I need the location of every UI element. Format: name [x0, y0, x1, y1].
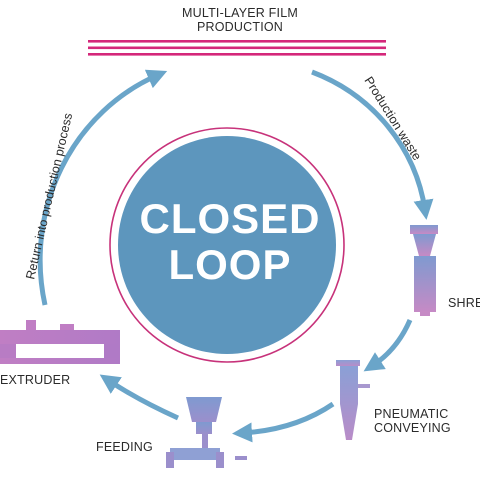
- extruder-icon: [0, 320, 120, 364]
- return-process-arrow: [37, 69, 168, 306]
- film-layers-graphic: [88, 40, 386, 56]
- title-line-2: PRODUCTION: [196, 20, 284, 34]
- shredder-to-pneumatic-arrow: [363, 318, 413, 372]
- production-waste-label: Production waste: [361, 74, 424, 163]
- feeding-label: FEEDING: [96, 440, 153, 454]
- closed-loop-ring: [109, 127, 345, 363]
- pneumatic-line-2: CONVEYING: [374, 421, 451, 435]
- center-line-2: LOOP: [168, 241, 292, 288]
- shredder-icon: [410, 225, 438, 316]
- pneumatic-line-1: PNEUMATIC: [374, 407, 449, 421]
- pneumatic-conveying-label: PNEUMATIC CONVEYING: [374, 407, 451, 435]
- closed-loop-circle: [118, 136, 336, 354]
- return-process-label: Return into production process: [23, 112, 75, 281]
- center-label: CLOSED LOOP: [130, 196, 330, 288]
- diagram-title: MULTI-LAYER FILM PRODUCTION: [0, 6, 480, 34]
- pneumatic-conveying-icon: [336, 360, 370, 440]
- center-line-1: CLOSED: [139, 195, 321, 242]
- pneumatic-to-feeding-arrow: [232, 401, 335, 443]
- extruder-label: EXTRUDER: [0, 373, 71, 387]
- production-waste-arrow: [311, 69, 434, 220]
- shredder-label: SHRE: [448, 296, 480, 310]
- title-line-1: MULTI-LAYER FILM: [182, 6, 298, 20]
- feeding-to-extruder-arrow: [99, 374, 180, 421]
- feeding-icon: [166, 397, 247, 468]
